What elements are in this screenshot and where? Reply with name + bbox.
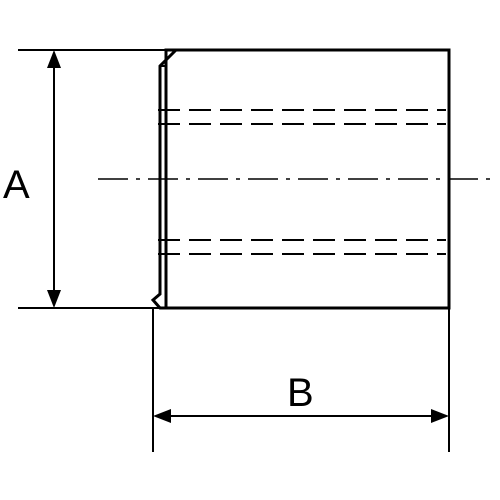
dimension-b (153, 409, 449, 423)
dimension-b-label: B (287, 371, 314, 415)
arrow-down-icon (47, 290, 61, 308)
arrow-right-icon (431, 409, 449, 423)
hidden-bore-lines (158, 109, 446, 255)
chamfer-edge (150, 48, 178, 310)
dimension-a (47, 50, 61, 308)
arrow-left-icon (153, 409, 171, 423)
dimension-a-label: A (3, 163, 30, 207)
arrow-up-icon (47, 50, 61, 68)
